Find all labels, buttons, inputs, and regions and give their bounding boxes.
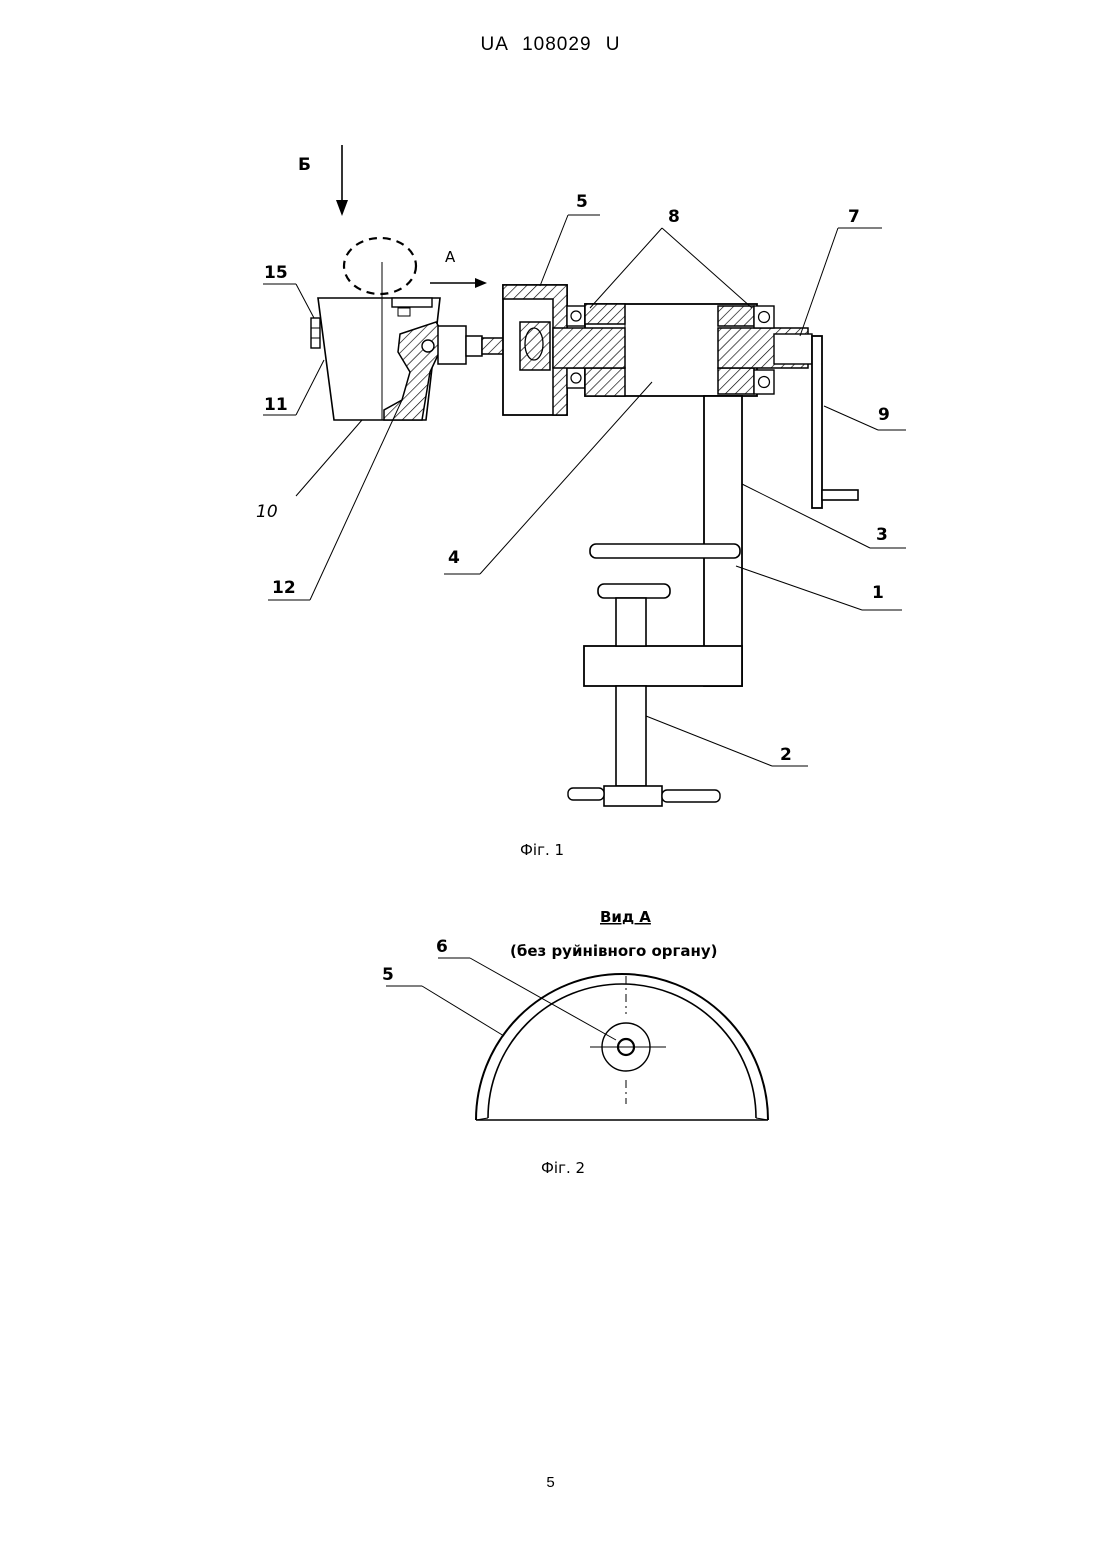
figure-2-drawing	[386, 958, 768, 1120]
figure-2-subtitle: (без руйнівного органу)	[510, 942, 718, 960]
callout-1: 1	[872, 583, 884, 603]
callout-8: 8	[668, 207, 680, 227]
figure-2-title: Вид А	[600, 908, 651, 926]
callout-7: 7	[848, 207, 860, 227]
callout-fig2-5: 5	[382, 965, 394, 985]
callout-12: 12	[272, 578, 296, 598]
page-number: 5	[0, 1474, 1101, 1491]
view-b-label: Б	[298, 155, 311, 175]
callout-3: 3	[876, 525, 888, 545]
callout-2: 2	[780, 745, 792, 765]
callout-11: 11	[264, 395, 288, 415]
callout-fig2-6: 6	[436, 937, 448, 957]
figure-2-caption: Фіг. 2	[541, 1159, 585, 1177]
figure-1-caption: Фіг. 1	[520, 841, 564, 859]
figure-1-drawing	[263, 145, 906, 806]
callout-15: 15	[264, 263, 288, 283]
callout-9: 9	[878, 405, 890, 425]
callout-5: 5	[576, 192, 588, 212]
callout-10: 10	[256, 502, 278, 522]
callout-4: 4	[448, 548, 460, 568]
view-a-label: А	[445, 248, 456, 266]
